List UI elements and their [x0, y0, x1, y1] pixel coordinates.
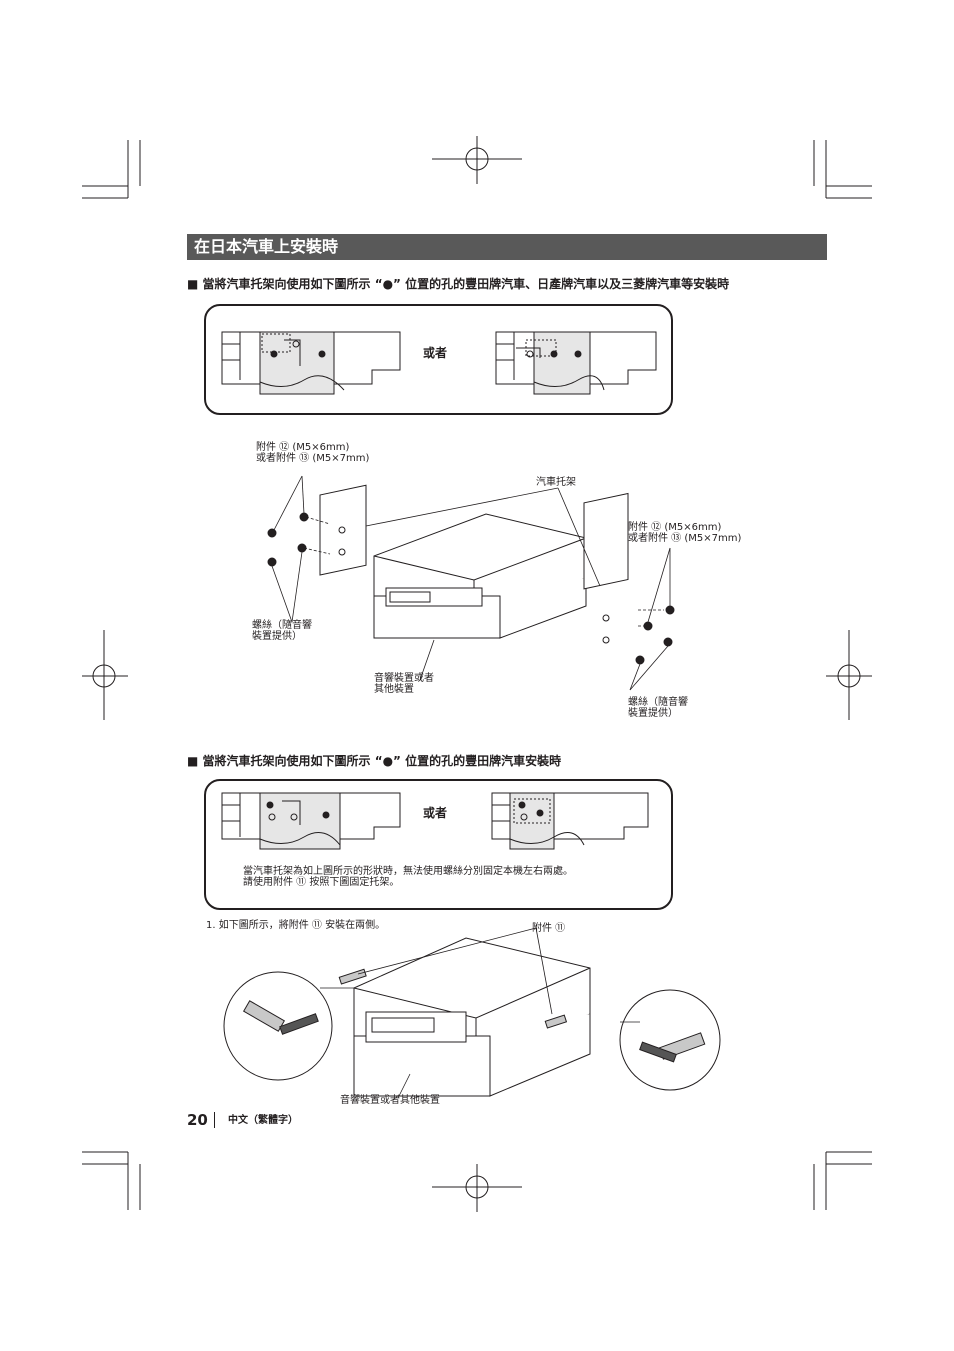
- step-1-text: 1. 如下圖所示，將附件 ⑪ 安裝在兩側。: [206, 920, 386, 931]
- or-label-1: 或者: [423, 346, 448, 360]
- section-title-bar: 在日本汽車上安裝時: [187, 234, 827, 260]
- audio-unit-label-1: 音響裝置或者: [374, 673, 434, 684]
- screws-right-label-2: 裝置提供）: [628, 708, 678, 719]
- screw-left-label-1: 附件 ⑫ (M5×6mm): [256, 442, 350, 453]
- side-mount-diagram: [223, 927, 721, 1099]
- bracket-diagram-1: [221, 331, 657, 395]
- note-line-1: 當汽車托架為如上圖所示的形狀時，無法使用螺絲分別固定本機左右兩處。: [243, 866, 573, 877]
- bracket-diagram-2: [221, 792, 649, 850]
- bracket-label: 汽車托架: [536, 477, 576, 488]
- accessory-label: 附件 ⑪: [532, 923, 566, 934]
- footer-divider: [214, 1112, 215, 1128]
- screws-right-label-1: 螺絲（隨音響: [628, 697, 688, 708]
- heading-1: ■ 當將汽車托架向使用如下圖所示 “●” 位置的孔的豐田牌汽車、日產牌汽車以及三…: [187, 277, 730, 291]
- language-label: 中文（繁體字）: [228, 1115, 298, 1126]
- section-title: 在日本汽車上安裝時: [194, 237, 339, 256]
- screws-left-label-2: 裝置提供）: [252, 631, 302, 642]
- screw-right-label-2: 或者附件 ⑬ (M5×7mm): [628, 533, 742, 544]
- audio-unit-label-2: 其他裝置: [374, 684, 414, 695]
- or-label-2: 或者: [423, 806, 448, 820]
- screws-left-label-1: 螺絲（隨音響: [252, 620, 312, 631]
- heading-2: ■ 當將汽車托架向使用如下圖所示 “●” 位置的孔的豐田牌汽車安裝時: [187, 754, 562, 768]
- page-number: 20: [187, 1111, 208, 1129]
- audio-unit-label-3: 音響裝置或者其他裝置: [340, 1095, 440, 1106]
- note-line-2: 請使用附件 ⑪ 按照下圖固定托架。: [243, 877, 400, 888]
- screw-right-label-1: 附件 ⑫ (M5×6mm): [628, 522, 722, 533]
- exploded-mounting-diagram: [267, 475, 675, 691]
- screw-left-label-2: 或者附件 ⑬ (M5×7mm): [256, 453, 370, 464]
